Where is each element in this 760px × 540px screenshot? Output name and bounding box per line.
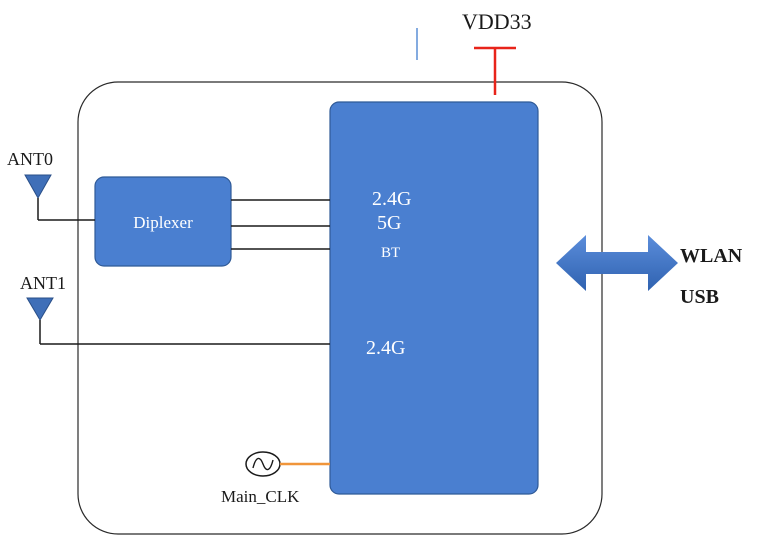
- wlan-label: WLAN: [680, 245, 743, 267]
- diplexer-block: [94, 176, 232, 267]
- main-clk-label: Main_CLK: [221, 487, 300, 506]
- ant0-antenna-icon: [24, 174, 52, 220]
- double-arrow-icon: [556, 235, 678, 291]
- band-label-2g4-lower: 2.4G: [366, 337, 405, 359]
- oscillator-icon: [245, 451, 281, 477]
- usb-label: USB: [680, 286, 719, 308]
- diplexer-chip-lines: [231, 199, 330, 250]
- ant1-label: ANT1: [20, 273, 66, 293]
- chip-block: [329, 101, 539, 495]
- ant0-label: ANT0: [7, 149, 53, 169]
- power-symbol: [474, 46, 516, 95]
- diplexer-label: Diplexer: [133, 213, 193, 232]
- band-label-2g4: 2.4G: [372, 188, 411, 210]
- band-label-bt: BT: [381, 245, 400, 261]
- vdd33-label: VDD33: [462, 9, 532, 34]
- band-label-5g: 5G: [377, 212, 401, 234]
- ant1-antenna-icon: [26, 297, 54, 344]
